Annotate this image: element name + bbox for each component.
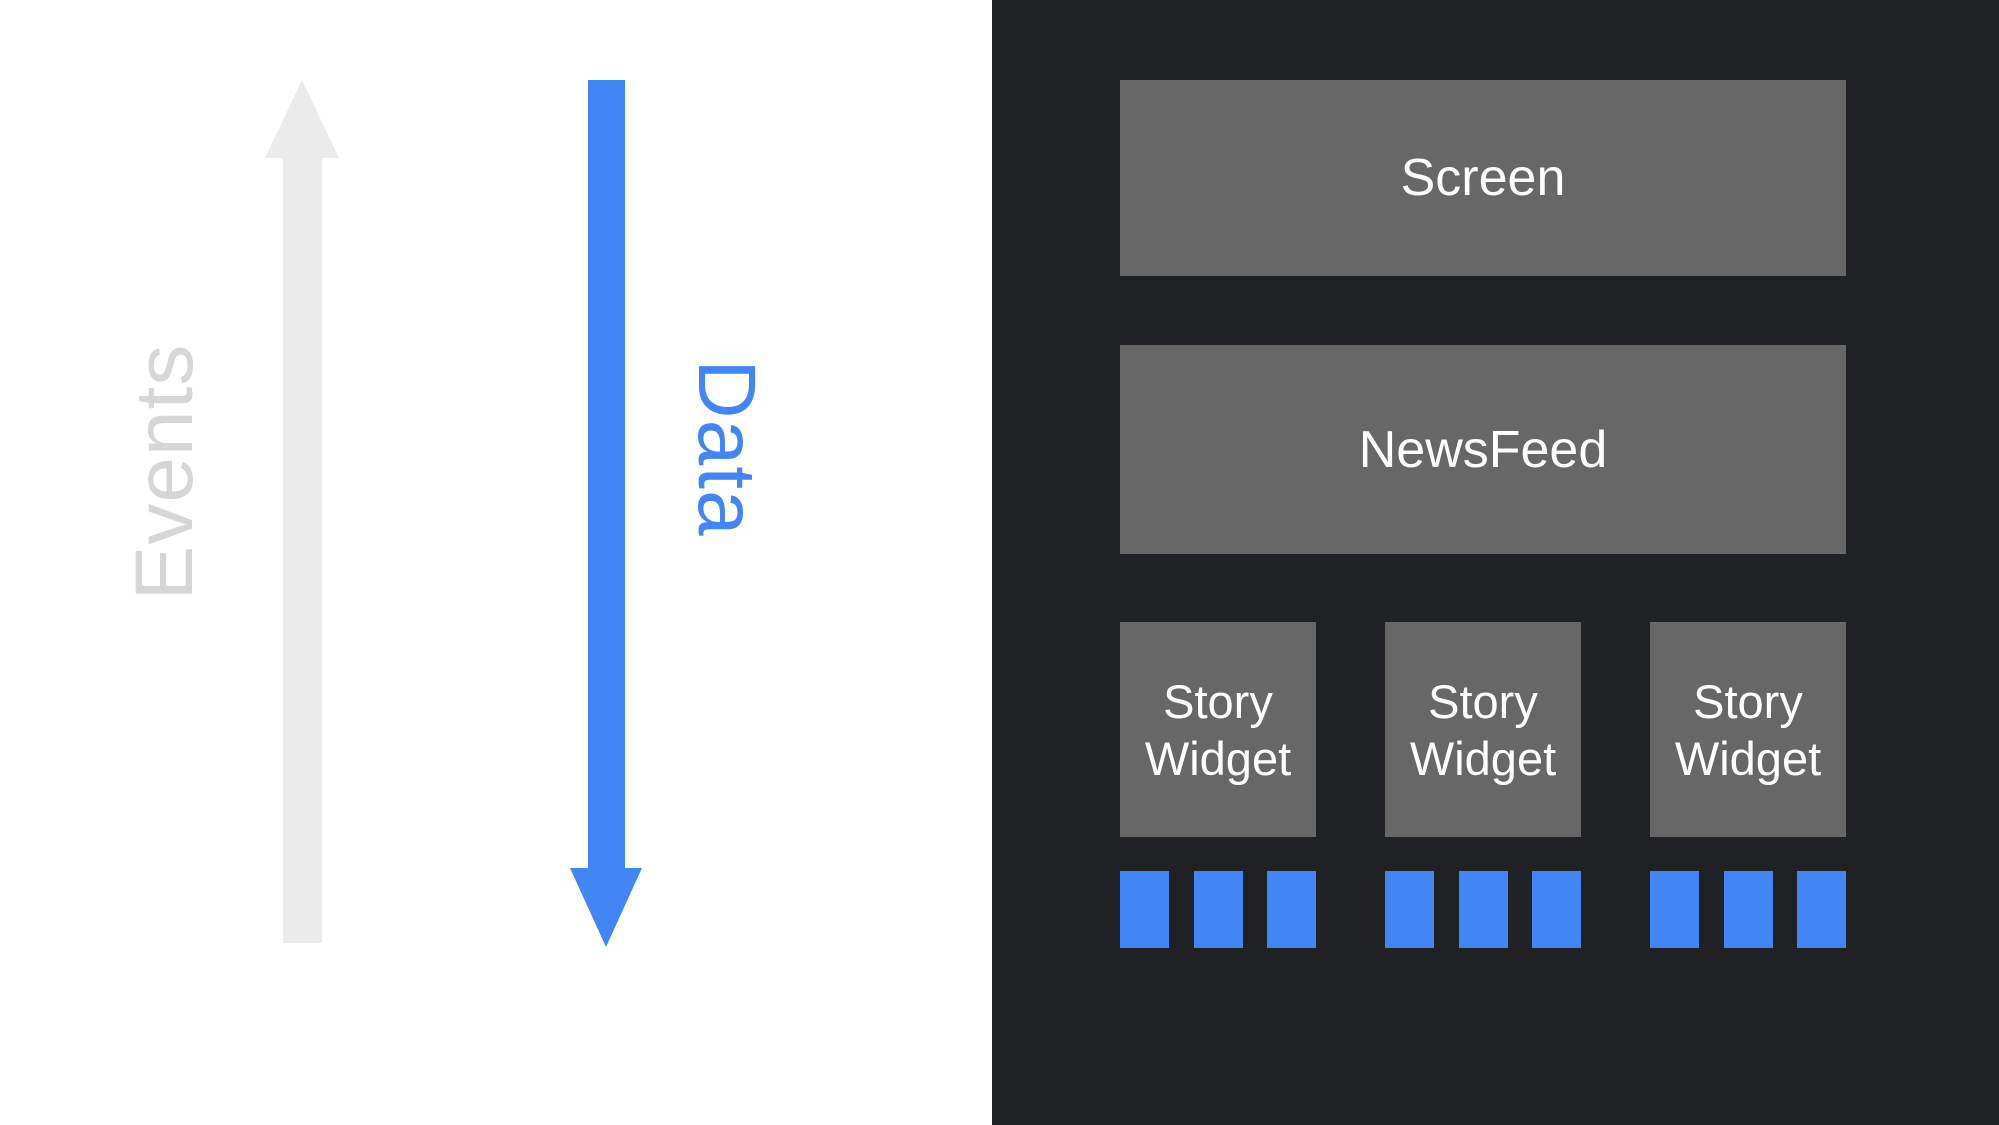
story-widget-box: Story Widget xyxy=(1120,622,1316,837)
story-data-block xyxy=(1267,871,1316,948)
flow-panel: Events Data xyxy=(0,0,992,1125)
story-widget-label: Story Widget xyxy=(1144,674,1292,785)
story-widget-label: Story Widget xyxy=(1409,674,1557,785)
story-data-block xyxy=(1193,871,1243,948)
screen-box: Screen xyxy=(1120,80,1846,276)
story-data-block xyxy=(1797,871,1846,948)
newsfeed-box: NewsFeed xyxy=(1120,345,1846,554)
story-widget-box: Story Widget xyxy=(1650,622,1846,837)
story-widget-label: Story Widget xyxy=(1674,674,1822,785)
story-data-block xyxy=(1723,871,1773,948)
screen-box-label: Screen xyxy=(1400,149,1566,207)
data-down-arrow-head-icon xyxy=(570,868,642,947)
story-data-block xyxy=(1385,871,1434,948)
story-data-blocks-row xyxy=(1385,871,1581,948)
events-up-arrow-shaft xyxy=(283,156,322,943)
newsfeed-box-label: NewsFeed xyxy=(1358,420,1608,479)
story-widget-box: Story Widget xyxy=(1385,622,1581,837)
story-data-block xyxy=(1532,871,1581,948)
story-data-block xyxy=(1650,871,1699,948)
data-down-arrow-shaft xyxy=(588,80,625,869)
story-data-block xyxy=(1120,871,1169,948)
story-data-block xyxy=(1458,871,1508,948)
events-label: Events xyxy=(119,343,210,601)
data-label: Data xyxy=(681,359,772,537)
events-up-arrow-head-icon xyxy=(265,80,339,158)
story-data-blocks-row xyxy=(1650,871,1846,948)
story-data-blocks-row xyxy=(1120,871,1316,948)
